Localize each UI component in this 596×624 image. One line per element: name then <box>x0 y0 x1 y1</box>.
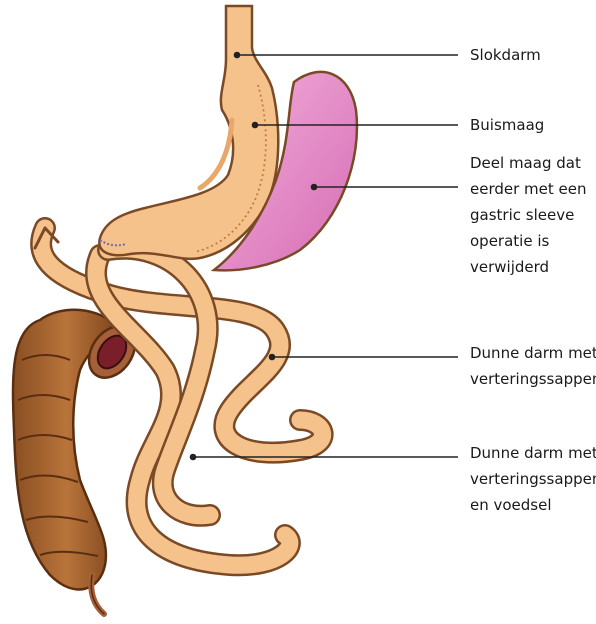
label-line: verwijderd <box>470 254 587 280</box>
leader-dot-common <box>191 455 196 460</box>
label-line: Buismaag <box>470 112 544 138</box>
label-sleeve-stomach: Buismaag <box>470 112 544 138</box>
label-line: verteringssappen <box>470 366 596 392</box>
leader-dot-esophagus <box>235 53 240 58</box>
leader-dot-sleeve <box>253 123 258 128</box>
sleeve-stomach <box>99 6 278 259</box>
label-line: Dunne darm met <box>470 440 596 466</box>
label-removed-stomach: Deel maag dat eerder met een gastric sle… <box>470 150 587 280</box>
label-line: en voedsel <box>470 492 596 518</box>
label-line: eerder met een <box>470 176 587 202</box>
label-line: Deel maag dat <box>470 150 587 176</box>
label-line: gastric sleeve <box>470 202 587 228</box>
label-esophagus: Slokdarm <box>470 42 541 68</box>
label-line: verteringssappen <box>470 466 596 492</box>
leader-dot-biliary <box>270 355 275 360</box>
colon <box>13 310 144 614</box>
label-common-channel: Dunne darm met verteringssappen en voeds… <box>470 440 596 518</box>
label-line: Dunne darm met <box>470 340 596 366</box>
leader-dot-removed <box>312 185 317 190</box>
label-line: Slokdarm <box>470 42 541 68</box>
label-biliary-limb: Dunne darm met verteringssappen <box>470 340 596 392</box>
label-line: operatie is <box>470 228 587 254</box>
